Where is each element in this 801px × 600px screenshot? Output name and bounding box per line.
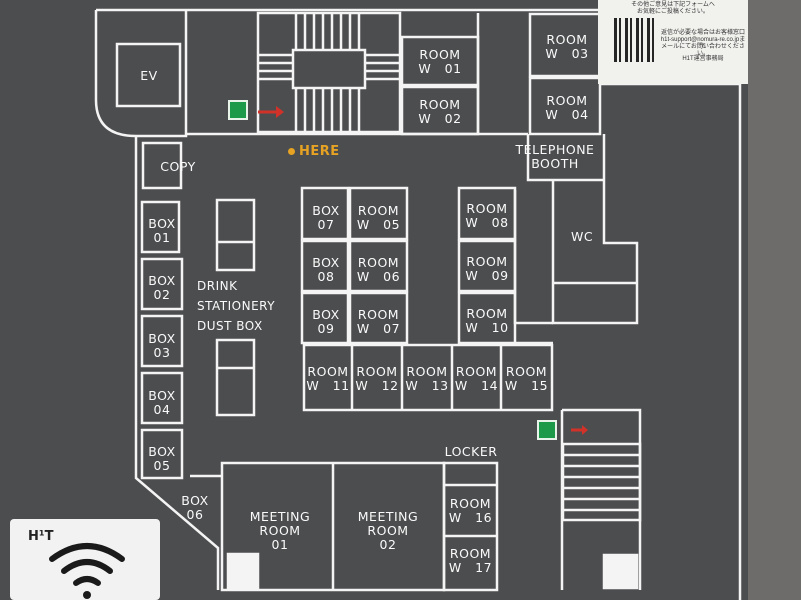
room-label-w14: ROOM W 14 — [454, 364, 499, 393]
notice-line: メールにてお問い合わせください。 — [661, 44, 745, 57]
room-label-telephone-booth: TELEPHONE BOOTH — [515, 142, 595, 171]
wifi-sign: H¹T — [10, 519, 160, 600]
wifi-icon — [49, 543, 125, 599]
room-label-w01: ROOM W 01 — [418, 47, 462, 76]
notice-line: お気軽にご投稿ください。 — [637, 9, 709, 15]
room-label-w06: ROOM W 06 — [356, 255, 401, 284]
room-label-ev: EV — [140, 68, 158, 83]
room-label-w08: ROOM W 08 — [465, 201, 509, 230]
room-label-box05: BOX 05 — [148, 444, 176, 473]
room-label-w10: ROOM W 10 — [465, 306, 509, 335]
here-label: HERE — [299, 144, 340, 159]
notice-line: 返信が必要な場合はお客様窓口 — [660, 30, 745, 36]
room-label-box02: BOX 02 — [148, 273, 176, 302]
room-label-w12: ROOM W 12 — [355, 364, 399, 393]
room-label-w03: ROOM W 03 — [545, 32, 589, 61]
notice-line: H1T運営事務局 — [682, 56, 724, 62]
room-label-w16: ROOM W 16 — [448, 496, 493, 525]
room-label-box04: BOX 04 — [148, 388, 176, 417]
location-dot-icon — [288, 148, 295, 155]
room-label-w15: ROOM W 15 — [504, 364, 549, 393]
room-label-box07: BOX 07 — [312, 203, 340, 232]
room-label-wc: WC — [570, 229, 594, 244]
brand-logo: H¹T — [28, 529, 54, 544]
room-label-locker: LOCKER — [444, 444, 498, 459]
room-label-box01: BOX 01 — [148, 216, 176, 245]
room-label-box08: BOX 08 — [312, 255, 340, 284]
room-label-drink: DRINK STATIONERY DUST BOX — [197, 279, 276, 333]
room-label-box06: BOX 06 — [181, 493, 209, 522]
room-label-w04: ROOM W 04 — [545, 93, 589, 122]
room-label-w17: ROOM W 17 — [448, 546, 493, 575]
you-are-here-marker: HERE — [288, 144, 340, 159]
room-label-w11: ROOM W 11 — [306, 364, 350, 393]
room-label-w13: ROOM W 13 — [405, 364, 449, 393]
qr-code-icon[interactable] — [614, 18, 658, 62]
room-label-w02: ROOM W 02 — [418, 97, 462, 126]
emergency-exit-sign-icon — [228, 100, 248, 120]
notice-line: その他ご意見は下記フォームへ — [631, 2, 715, 8]
wall — [748, 0, 801, 600]
room-label-box03: BOX 03 — [148, 331, 176, 360]
room-label-w07: ROOM W 07 — [356, 307, 401, 336]
room-label-copy: COPY — [160, 159, 196, 174]
emergency-exit-sign-icon — [537, 420, 557, 440]
room-label-w05: ROOM W 05 — [356, 203, 401, 232]
notice-line: h1t-support@nomura-re.co.jpまで — [660, 37, 746, 50]
room-label-w09: ROOM W 09 — [465, 254, 509, 283]
feedback-notice-card: その他ご意見は下記フォームへ お気軽にご投稿ください。 返信が必要な場合はお客様… — [598, 0, 748, 84]
room-label-meeting01: MEETING ROOM 01 — [249, 509, 311, 552]
room-label-box09: BOX 09 — [312, 307, 340, 336]
room-label-meeting02: MEETING ROOM 02 — [357, 509, 419, 552]
